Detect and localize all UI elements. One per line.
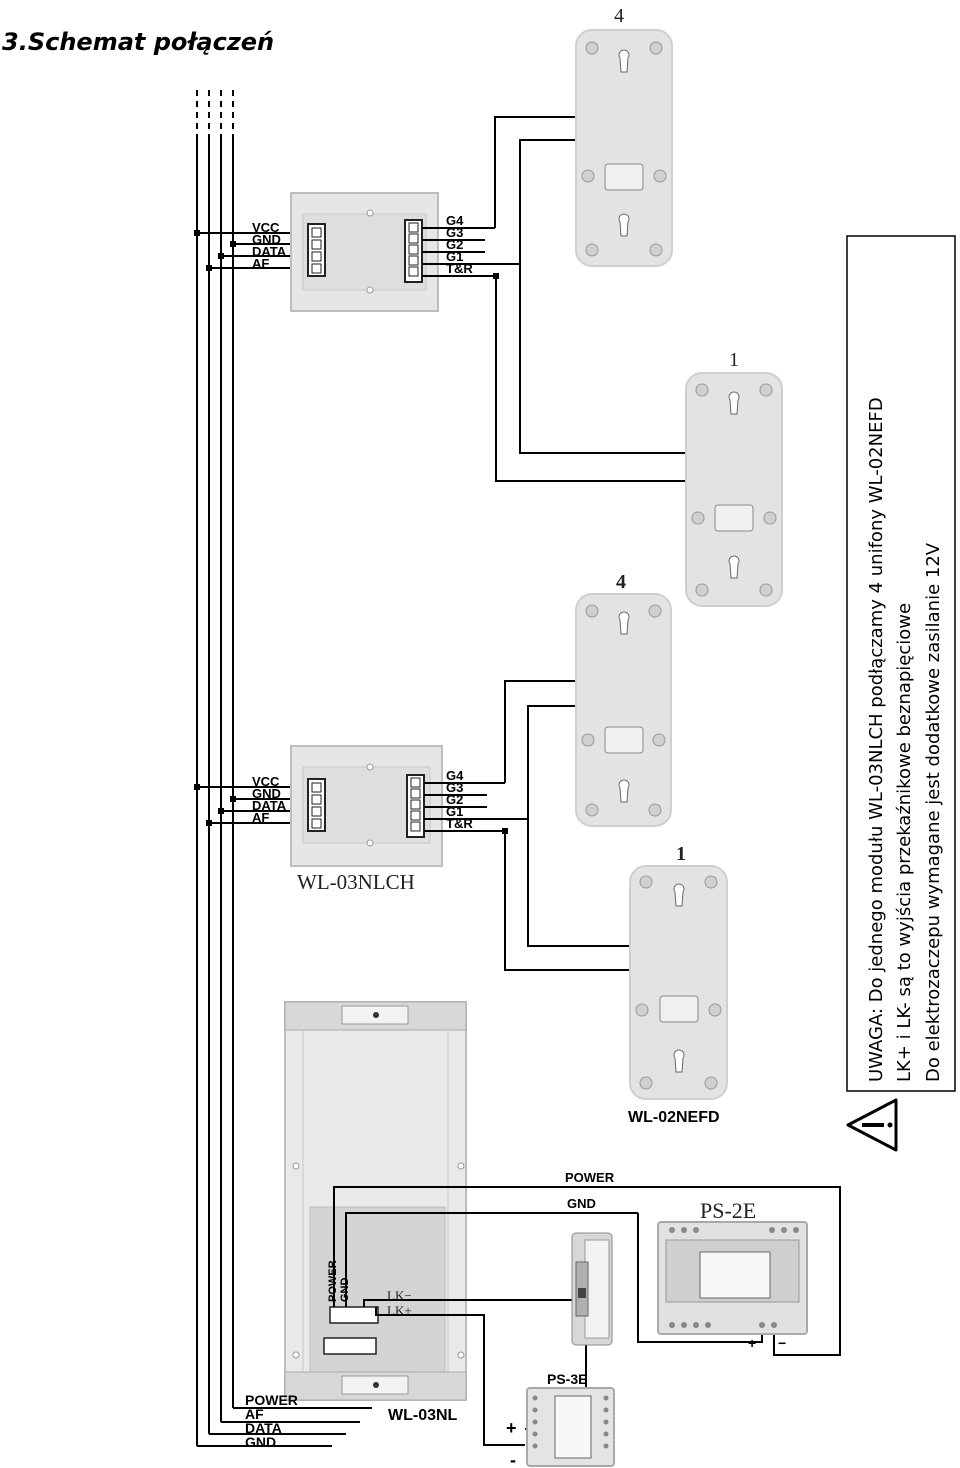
upper-module-left-labels: VCC GND DATA AF [252, 220, 287, 271]
note-text: UWAGA: Do jednego modułu WL-03NLCH podłą… [866, 397, 944, 1082]
psu-large-plus: + [748, 1335, 756, 1351]
psu-large [657, 1221, 808, 1335]
label-data: DATA [252, 798, 287, 813]
note-box [846, 235, 956, 1092]
handset-upper-b [685, 372, 783, 607]
label-data: DATA [245, 1420, 282, 1436]
lower-module-right-labels: G4 G3 G2 G1 T&R [446, 768, 473, 831]
label-vcc: VCC [252, 220, 280, 235]
upper-module-right-labels: G4 G3 G2 G1 T&R [446, 213, 473, 276]
bus-junction-dots [194, 230, 236, 826]
note-line-3: Do elektrozaczepu wymagane jest dodatkow… [923, 542, 944, 1082]
note-line-1: UWAGA: Do jednego modułu WL-03NLCH podłą… [866, 397, 887, 1082]
label-g4: G4 [446, 213, 464, 228]
label-data: DATA [252, 244, 287, 259]
junction-dot [502, 828, 508, 834]
handset-lower-a-number: 4 [616, 571, 626, 593]
wire-label-power: POWER [565, 1170, 615, 1185]
handset-lower-a [575, 593, 672, 827]
label-af: AF [245, 1406, 264, 1422]
lower-module-left-labels: VCC GND DATA AF [252, 774, 287, 825]
psu-small-name: PS-3E [547, 1371, 587, 1387]
label-g4: G4 [446, 768, 464, 783]
electric-strike [571, 1232, 613, 1346]
label-af: AF [252, 810, 269, 825]
junction-dot [493, 273, 499, 279]
outdoor-station-bottom-labels: POWER AF DATA GND [245, 1392, 298, 1450]
handset-lower-b [629, 865, 728, 1100]
psu-large-name: PS-2E [700, 1198, 756, 1223]
outdoor-station [284, 1001, 467, 1401]
psu-small [526, 1387, 615, 1467]
handset-upper-a-number: 4 [614, 5, 624, 27]
handset-upper-b-number: 1 [729, 349, 739, 371]
label-af: AF [252, 256, 269, 271]
label-gnd: GND [252, 786, 281, 801]
lower-module-name: WL-03NLCH [297, 870, 415, 894]
label-gnd: GND [252, 232, 281, 247]
note-line-2: LK+ i LK- są to wyjścia przekaźnikowe be… [894, 603, 915, 1082]
psu-large-minus: − [778, 1335, 786, 1351]
upper-module [290, 192, 439, 312]
label-gnd: GND [245, 1434, 276, 1450]
warning-icon [846, 1098, 898, 1152]
handset-model-label: WL-02NEFD [628, 1109, 720, 1126]
psu-small-plus: + [506, 1418, 517, 1438]
label-vcc: VCC [252, 774, 280, 789]
page-title: 3.Schemat połączeń [2, 28, 275, 56]
outdoor-station-name: WL-03NL [388, 1407, 458, 1424]
psu-small-minus: - [510, 1450, 516, 1468]
handset-upper-a [575, 29, 673, 267]
wire-label-gnd: GND [567, 1196, 596, 1211]
label-power: POWER [245, 1392, 298, 1408]
handset-lower-b-number: 1 [676, 843, 686, 865]
lower-module [290, 745, 443, 867]
